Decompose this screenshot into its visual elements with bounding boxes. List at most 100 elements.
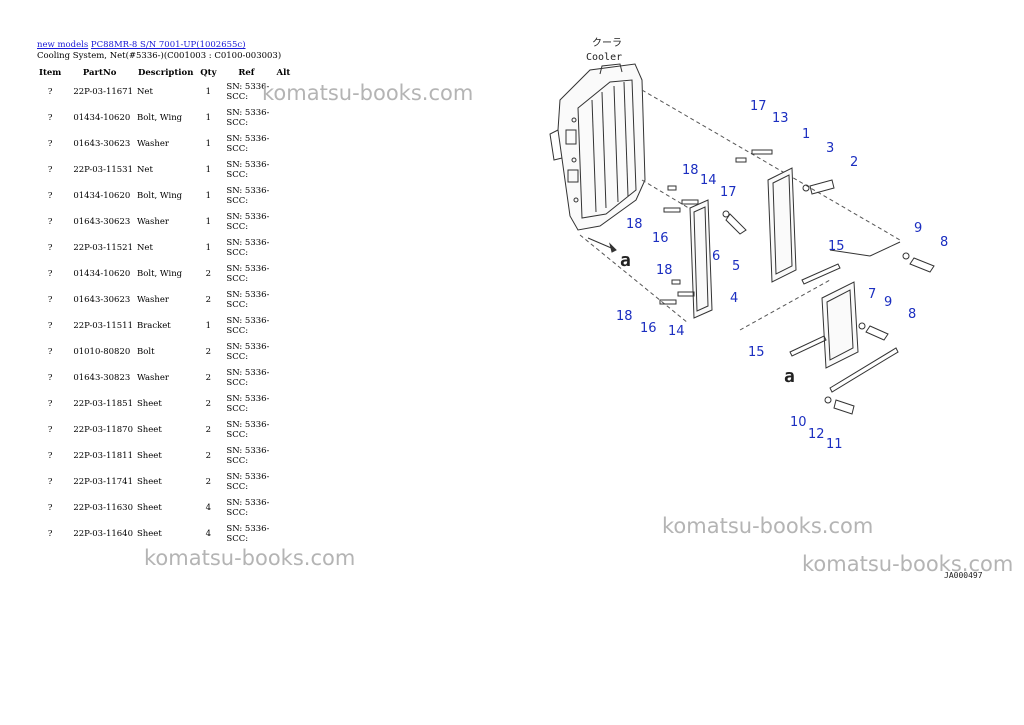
ref-cell: SN: 5336-SCC: — [226, 472, 270, 492]
item-cell: ? — [47, 191, 53, 201]
description-cell: Net — [136, 87, 153, 97]
description-cell: Net — [136, 165, 153, 175]
description-cell: Washer — [136, 139, 169, 149]
alt-cell — [272, 131, 294, 157]
net-panel-1-drawing — [767, 167, 797, 283]
ref-cell: SN: 5336-SCC: — [226, 82, 270, 102]
alt-cell — [272, 209, 294, 235]
partno-cell: 22P-03-11521 — [73, 243, 133, 253]
partno-cell: 01643-30823 — [73, 373, 131, 383]
ref-cell: SN: 5336-SCC: — [226, 186, 270, 206]
callout-label: 5 — [732, 259, 740, 274]
callout-label: 2 — [850, 155, 858, 170]
callout-label: 9 — [914, 221, 922, 236]
description-cell: Bolt, Wing — [136, 191, 183, 201]
leader-lines — [579, 89, 901, 331]
net-panel-7-drawing — [821, 281, 859, 369]
partno-cell: 22P-03-11870 — [73, 425, 133, 435]
item-cell: ? — [47, 477, 53, 487]
qty-cell: 1 — [205, 139, 212, 149]
callout-label: 11 — [826, 437, 843, 452]
partno-cell: 22P-03-11640 — [73, 529, 133, 539]
callout-label: 9 — [884, 295, 892, 310]
qty-cell: 2 — [205, 347, 212, 357]
partno-cell: 22P-03-11630 — [73, 503, 133, 513]
ref-cell: SN: 5336-SCC: — [226, 420, 270, 440]
callout-label: 16 — [640, 321, 657, 336]
parts-diagram: クーラ Cooler JA000497 a a 1713132181417181… — [549, 37, 983, 580]
ref-cell: SN: 5336-SCC: — [226, 108, 270, 128]
item-cell: ? — [47, 295, 53, 305]
ref-cell: SN: 5336-SCC: — [226, 160, 270, 180]
item-cell: ? — [47, 373, 53, 383]
partno-cell: 22P-03-11741 — [73, 477, 133, 487]
callout-label: 8 — [908, 307, 916, 322]
description-cell: Bolt — [136, 347, 155, 357]
partno-cell: 01434-10620 — [73, 269, 131, 279]
description-cell: Sheet — [136, 425, 162, 435]
alt-cell — [272, 157, 294, 183]
qty-cell: 2 — [205, 425, 212, 435]
breadcrumb: new models PC88MR-8 S/N 7001-UP(1002655c… — [37, 40, 281, 51]
partno-cell: 01643-30623 — [73, 295, 131, 305]
qty-cell: 2 — [205, 399, 212, 409]
qty-cell: 1 — [205, 113, 212, 123]
column-header-qty: Qty — [200, 68, 217, 78]
ref-cell: SN: 5336-SCC: — [226, 212, 270, 232]
drawing-id: JA000497 — [944, 571, 983, 580]
column-header-alt: Alt — [276, 68, 291, 78]
qty-cell: 2 — [205, 373, 212, 383]
description-cell: Sheet — [136, 477, 162, 487]
callout-label: 7 — [868, 287, 876, 302]
diagram-title-en: Cooler — [586, 52, 622, 63]
cooler-assembly-drawing — [549, 63, 646, 231]
partno-cell: 22P-03-11671 — [73, 87, 133, 97]
callout-label: 18 — [616, 309, 633, 324]
item-cell: ? — [47, 243, 53, 253]
alt-cell — [272, 469, 294, 495]
item-cell: ? — [47, 269, 53, 279]
callout-label: 15 — [748, 345, 765, 360]
column-header-partno: PartNo — [82, 68, 117, 78]
description-cell: Sheet — [136, 503, 162, 513]
sheet-strips-drawing — [789, 241, 901, 393]
ref-cell: SN: 5336-SCC: — [226, 524, 270, 544]
callout-label: 1 — [802, 127, 810, 142]
ref-cell: SN: 5336-SCC: — [226, 238, 270, 258]
item-cell: ? — [47, 165, 53, 175]
callout-label: 6 — [712, 249, 720, 264]
breadcrumb-link-model[interactable]: PC88MR-8 S/N 7001-UP(1002655c) — [90, 40, 246, 50]
item-cell: ? — [47, 113, 53, 123]
breadcrumb-link-new-models[interactable]: new models — [37, 40, 89, 50]
alt-cell — [272, 365, 294, 391]
ref-cell: SN: 5336-SCC: — [226, 394, 270, 414]
item-cell: ? — [47, 139, 53, 149]
qty-cell: 2 — [205, 477, 212, 487]
parts-table: Item PartNo Description Qty Ref Alt ?22P… — [36, 67, 294, 547]
description-cell: Washer — [136, 217, 169, 227]
ref-cell: SN: 5336-SCC: — [226, 134, 270, 154]
view-marker-a: a — [784, 366, 795, 387]
table-header-row: Item PartNo Description Qty Ref Alt — [36, 67, 294, 79]
item-cell: ? — [47, 399, 53, 409]
callout-label: 14 — [668, 324, 685, 339]
alt-cell — [272, 443, 294, 469]
qty-cell: 4 — [205, 529, 212, 539]
watermark: komatsu-books.com — [662, 514, 874, 538]
callout-label: 15 — [828, 239, 845, 254]
alt-cell — [272, 183, 294, 209]
column-header-ref: Ref — [238, 68, 255, 78]
description-cell: Washer — [136, 295, 169, 305]
description-cell: Bracket — [136, 321, 171, 331]
partno-cell: 01643-30623 — [73, 217, 131, 227]
